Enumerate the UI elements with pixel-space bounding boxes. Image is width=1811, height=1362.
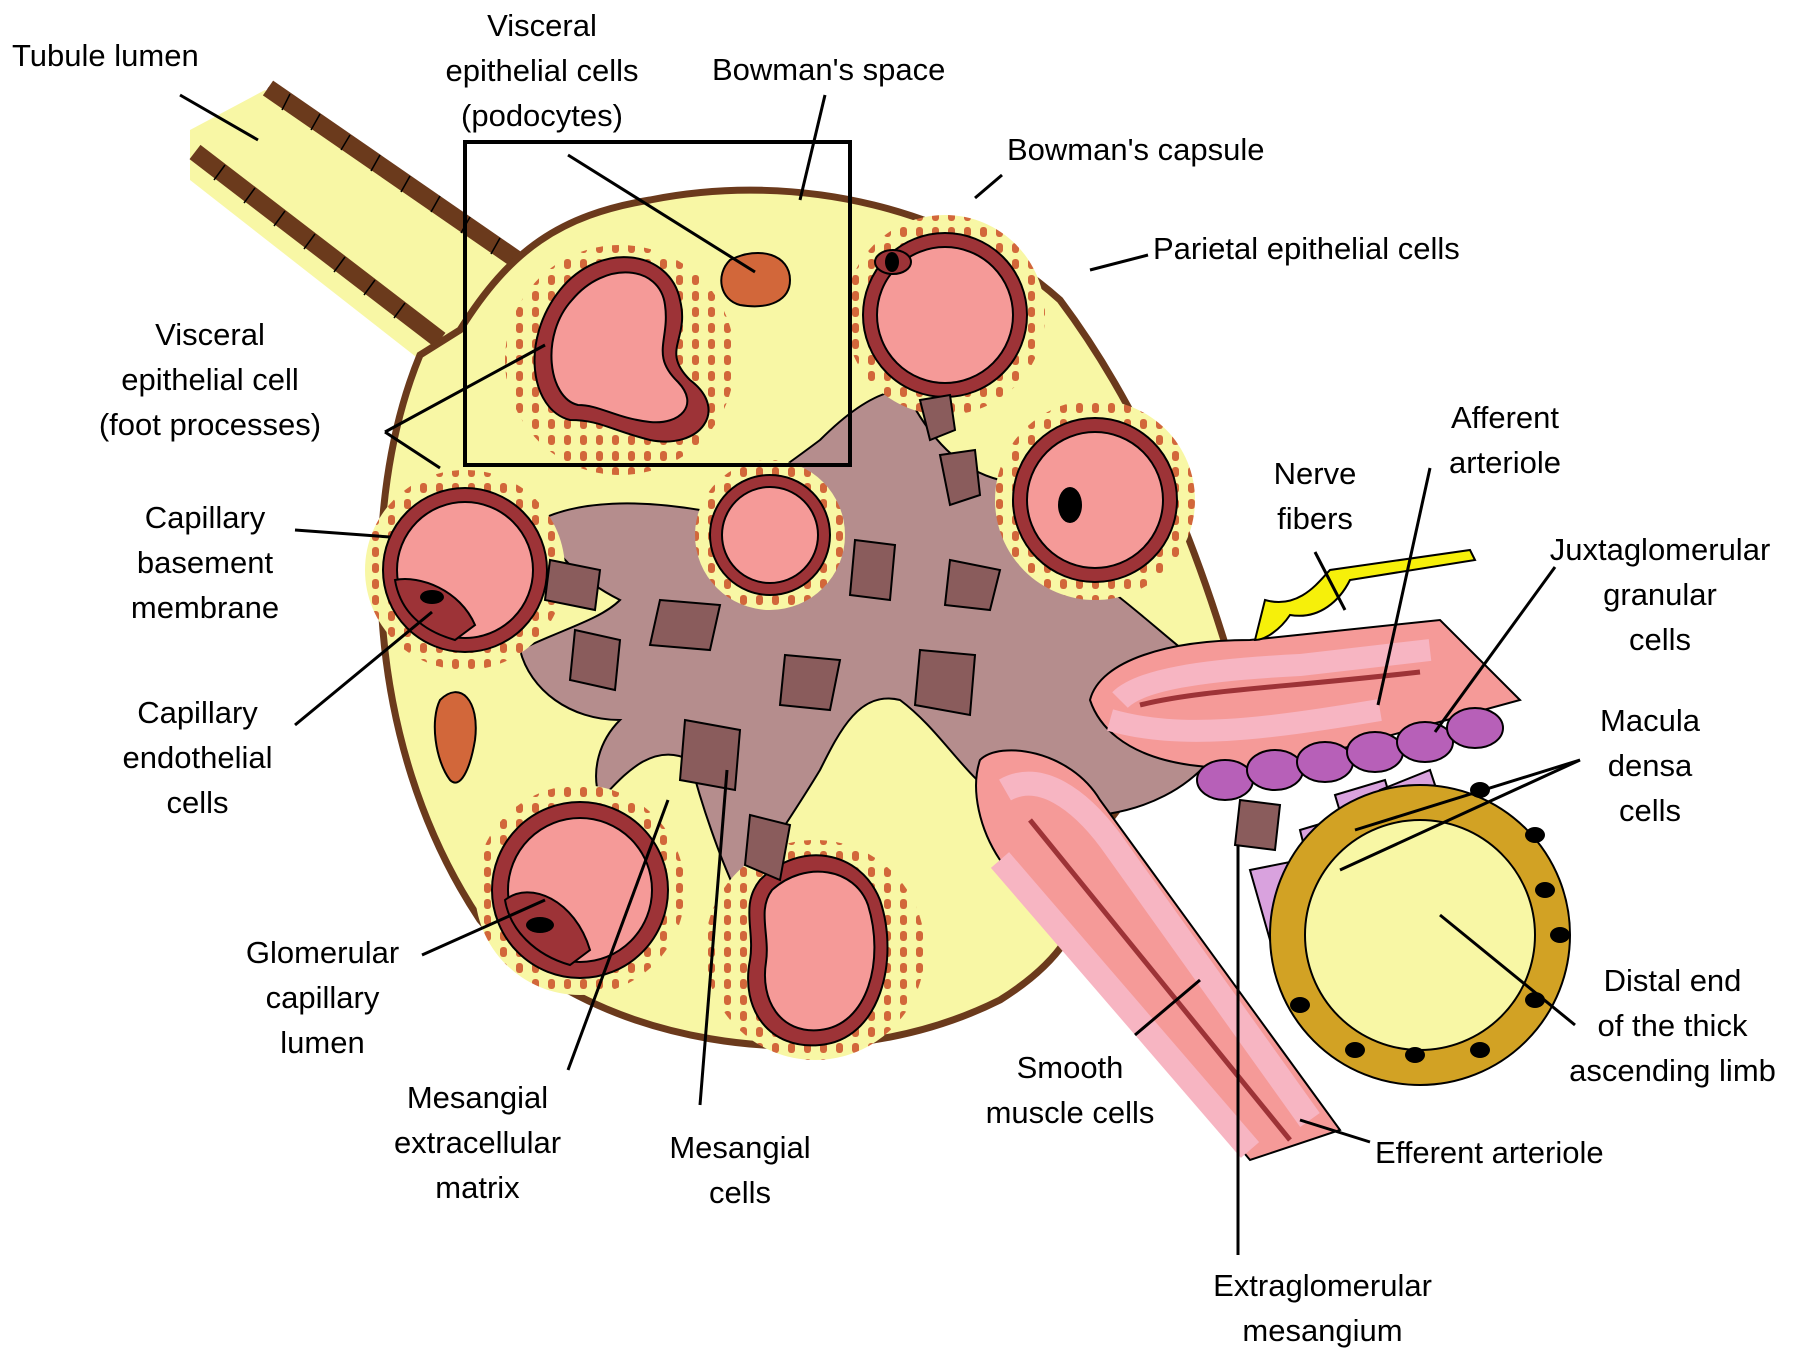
label-line: Capillary [100,495,310,540]
label-line: Visceral [417,3,667,48]
label-line: endothelial [95,735,300,780]
label-line: muscle cells [960,1090,1180,1135]
label-line: granular [1520,572,1800,617]
capillary-loop [845,215,1045,415]
label-bowmans-space: Bowman's space [712,47,945,92]
label-line: (podocytes) [417,93,667,138]
capillary-loop [505,245,735,475]
label-line: mesangium [1195,1308,1450,1353]
label-line: epithelial cell [70,357,350,402]
label-line: Afferent [1425,395,1585,440]
label-line: Juxtaglomerular [1520,527,1800,572]
label-line: epithelial cells [417,48,667,93]
label-line: membrane [100,585,310,630]
label-line: extracellular [370,1120,585,1165]
label-parietal-epithelial: Parietal epithelial cells [1153,226,1460,271]
label-line: matrix [370,1165,585,1210]
label-extraglomerular: Extraglomerular mesangium [1195,1263,1450,1353]
capillary-loop [995,400,1195,600]
label-tubule-lumen: Tubule lumen [12,33,199,78]
label-visceral-foot: Visceral epithelial cell (foot processes… [70,312,350,447]
label-line: Extraglomerular [1195,1263,1450,1308]
label-line: Bowman's capsule [1007,127,1265,172]
label-visceral-podocytes: Visceral epithelial cells (podocytes) [417,3,667,138]
label-mesangial-cells: Mesangial cells [640,1125,840,1215]
label-bowmans-capsule: Bowman's capsule [1007,127,1265,172]
label-line: Capillary [95,690,300,735]
label-line: ascending limb [1550,1048,1795,1093]
label-line: cells [640,1170,840,1215]
label-line: Distal end [1550,958,1795,1003]
label-line: Efferent arteriole [1375,1130,1604,1175]
label-line: Mesangial [640,1125,840,1170]
label-line: Bowman's space [712,47,945,92]
capillary-loop [475,785,685,995]
label-line: Mesangial [370,1075,585,1120]
label-line: Visceral [70,312,350,357]
label-line: fibers [1250,496,1380,541]
label-juxtaglomerular: Juxtaglomerular granular cells [1520,527,1800,662]
label-capillary-endothelial: Capillary endothelial cells [95,690,300,825]
label-line: cells [1580,788,1720,833]
label-line: arteriole [1425,440,1585,485]
capillary-loop [695,460,845,610]
label-line: capillary [220,975,425,1020]
label-line: (foot processes) [70,402,350,447]
distal-tubule [1270,782,1570,1085]
label-line: Macula [1580,698,1720,743]
label-line: Smooth [960,1045,1180,1090]
label-afferent-arteriole: Afferent arteriole [1425,395,1585,485]
label-line: basement [100,540,310,585]
label-nerve-fibers: Nerve fibers [1250,451,1380,541]
label-distal-end: Distal end of the thick ascending limb [1550,958,1795,1093]
label-line: Nerve [1250,451,1380,496]
label-line: Parietal epithelial cells [1153,226,1460,271]
label-line: Tubule lumen [12,33,199,78]
label-line: densa [1580,743,1720,788]
label-macula-densa: Macula densa cells [1580,698,1720,833]
label-line: lumen [220,1020,425,1065]
label-line: cells [95,780,300,825]
label-line: of the thick [1550,1003,1795,1048]
label-efferent-arteriole: Efferent arteriole [1375,1130,1604,1175]
capillary-loop [705,840,925,1060]
label-capillary-basement: Capillary basement membrane [100,495,310,630]
capillary-loop [365,470,565,670]
label-glomerular-lumen: Glomerular capillary lumen [220,930,425,1065]
label-smooth-muscle: Smooth muscle cells [960,1045,1180,1135]
label-mesangial-matrix: Mesangial extracellular matrix [370,1075,585,1210]
label-line: cells [1520,617,1800,662]
label-line: Glomerular [220,930,425,975]
